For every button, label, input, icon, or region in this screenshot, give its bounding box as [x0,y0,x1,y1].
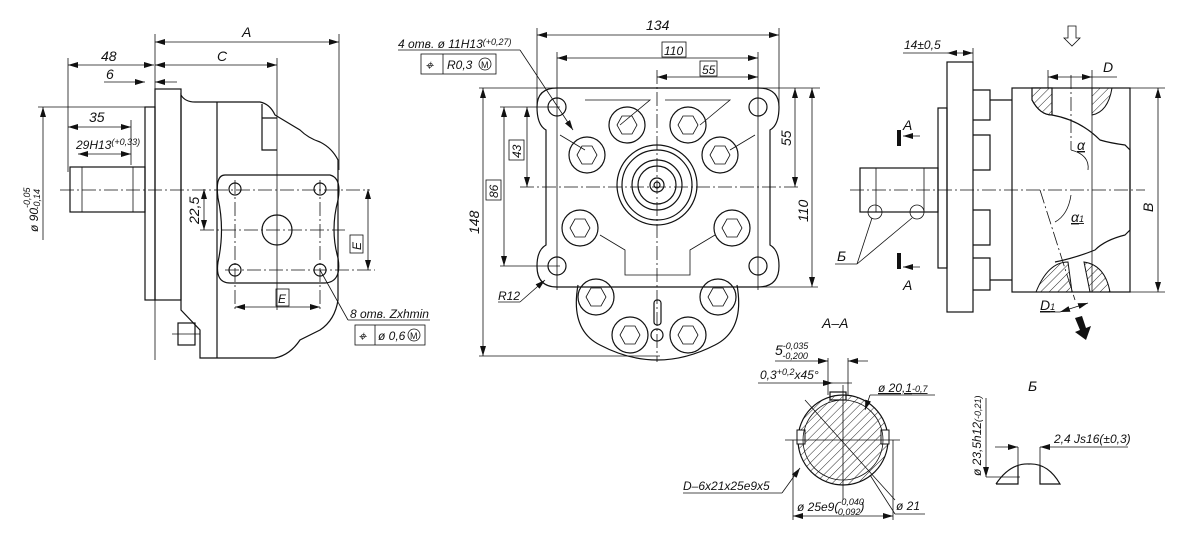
position-tolerance-icon: ⌖ [358,328,367,344]
section-mark-top-bar [897,130,901,146]
bolt-heads [561,106,751,354]
dim-43-label: 43 [510,144,524,158]
dim-29h13-label: 29H13(+0,33) [75,137,140,152]
tolerance-value: ø 0,6 [378,329,406,343]
dim-110-right-label: 110 [795,199,811,222]
dim-dia21-label: ø 21 [896,499,920,513]
chamfer-label: 0,3+0,2x45° [760,367,819,382]
dim-14-label: 14±0,5 [904,38,941,52]
dim-C-label: C [217,48,228,64]
dim-dia90-label: ø 90-0,05-0,14 [22,186,42,232]
dim-148-label: 148 [466,210,482,234]
dim-55-top-label: 55 [702,63,716,77]
dim-E-horizontal-label: E [278,292,287,306]
detail-B: Б ø 23,5h12(-0,21) 2,4 Js16(±0,3) [970,378,1131,485]
inlet-arrow-icon [1063,25,1081,47]
dim-86-label: 86 [487,184,501,198]
dim-E-vertical-label: E [350,241,364,250]
mmc-modifier-icon: M [481,60,489,70]
holes-note-4: 4 отв. ø 11H13(+0,27) [398,37,512,51]
mmc-modifier-icon: M [410,331,418,341]
left-side-view: A 48 C 6 35 29H13(+0,33) ø 90-0,05-0,14 [22,24,430,360]
section-mark-bottom-bar [897,253,901,269]
dim-dia25-label: ø 25e9(-0,040-0,092) [797,497,864,517]
dim-2-4-label: 2,4 Js16(±0,3) [1053,432,1131,446]
section-A-A-title: A–A [821,315,848,331]
spline-spec-label: D–6x21x25e9x5 [683,479,770,493]
dim-22-5-label: 22,5 [186,197,202,225]
dim-D-label: D [1103,59,1113,75]
dim-dia23-5-label: ø 23,5h12(-0,21) [970,395,984,476]
dim-55-right-label: 55 [778,130,794,146]
detail-mark-B: Б [837,248,846,264]
section-mark-A-top: A [902,117,912,133]
dim-134-label: 134 [646,17,670,33]
position-tolerance-icon: ⌖ [425,57,434,73]
tolerance-value: R0,3 [447,58,473,72]
angle-alpha-label: α [1077,137,1086,153]
dim-6-label: 6 [106,66,114,82]
angle-alpha1-label: α1 [1071,209,1084,225]
section-mark-A-bottom: A [902,277,912,293]
dim-dia20-1-label: ø 20,1-0,7 [878,381,929,395]
dim-110-top-label: 110 [664,44,683,58]
dim-B-label: B [1140,203,1156,212]
dim-R12-label: R12 [498,289,520,303]
holes-note-8: 8 отв. Zxhmin [350,307,429,321]
dim-5-label: 5-0,035-0,200 [775,341,809,361]
detail-B-title: Б [1028,378,1037,394]
dim-35-label: 35 [89,109,105,125]
dim-48-label: 48 [101,48,117,64]
right-side-view: 14±0,5 B D α α1 [835,25,1165,340]
position-tolerance-frame-front: ⌖ R0,3 M [420,53,497,75]
section-A-A: A–A 5-0,035-0,200 0,3+0,2x45° ø 20,1-0,7… [683,315,935,520]
position-tolerance-frame-left: ⌖ ø 0,6 M [354,324,426,346]
front-view: 134 110 55 148 86 43 55 110 [398,17,820,362]
dim-D1-label: D1 [1040,297,1055,313]
outlet-arrow-icon [1075,316,1091,340]
dim-A-label: A [241,24,251,40]
